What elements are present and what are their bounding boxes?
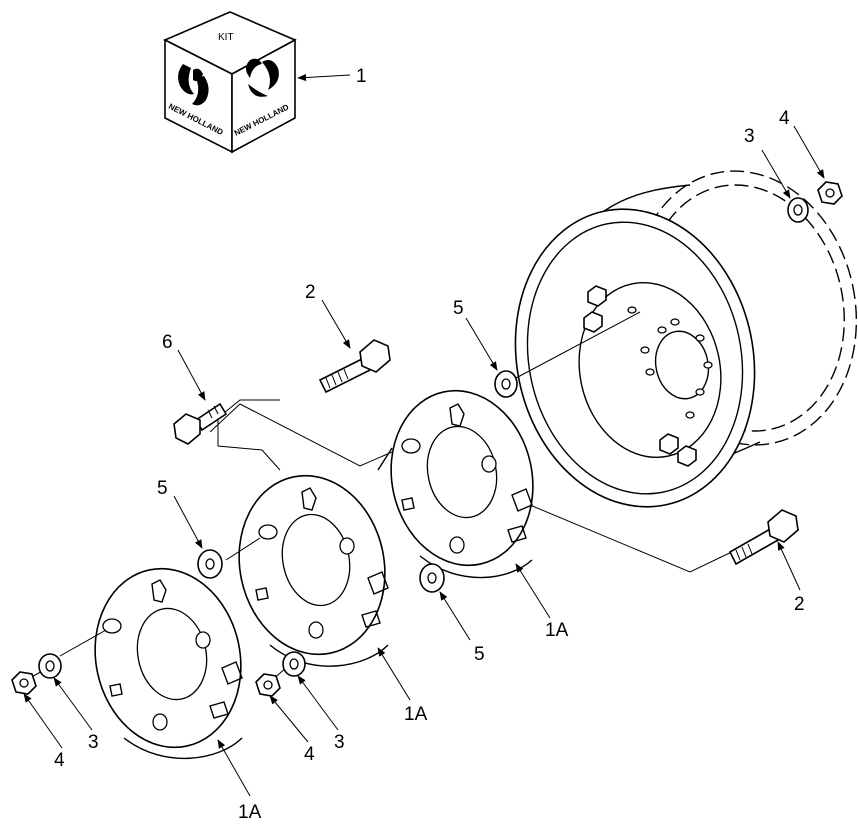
kit-box: KIT NEW HOLLAND NEW HOLLAND [163, 11, 297, 154]
callout-washer-top-right: 3 [744, 126, 755, 147]
washer-spacer-left [197, 549, 223, 579]
nut-top-right [817, 181, 843, 205]
bolt-small [173, 402, 228, 445]
callout-nut-bottom-mid: 4 [304, 744, 315, 765]
washer-bottom-left [38, 653, 62, 679]
callout-nut-bottom-left: 4 [54, 750, 65, 771]
weight-plate-rear [377, 389, 534, 579]
callout-nut-top-right: 4 [779, 108, 790, 129]
callout-bolt-right: 2 [794, 594, 805, 615]
washer-spacer-top [494, 370, 518, 398]
leader-kit [297, 73, 351, 82]
nut-bottom-mid [255, 673, 281, 697]
callout-bolt-small: 6 [162, 332, 173, 353]
new-holland-leaf-icon [246, 58, 279, 97]
nut-bottom-left [11, 671, 37, 695]
washer-spacer-mid [419, 563, 445, 593]
weight-plate-middle [238, 474, 389, 667]
leader-arrows [23, 125, 825, 797]
bolt-right [728, 509, 799, 566]
washer-top-right [787, 197, 809, 223]
bolt-top [318, 339, 391, 394]
callout-washer-bottom-left: 3 [88, 732, 99, 753]
new-holland-leaf-icon [178, 64, 209, 106]
callout-kit: 1 [356, 66, 367, 87]
callout-weight-front: 1A [238, 802, 262, 823]
wheel-rim [514, 170, 858, 508]
callout-washer-spacer-top: 5 [453, 298, 464, 319]
callout-washer-bottom-mid: 3 [334, 732, 345, 753]
assembly-lines [25, 187, 837, 681]
kit-label: KIT [218, 32, 234, 43]
washer-bottom-mid [282, 651, 306, 677]
weight-plate-front [94, 567, 243, 759]
callout-weight-middle: 1A [404, 704, 428, 725]
callout-washer-spacer-mid: 5 [474, 644, 485, 665]
callout-bolt-top: 2 [305, 282, 316, 303]
callout-weight-rear: 1A [545, 620, 569, 641]
callout-washer-spacer-left: 5 [157, 478, 168, 499]
